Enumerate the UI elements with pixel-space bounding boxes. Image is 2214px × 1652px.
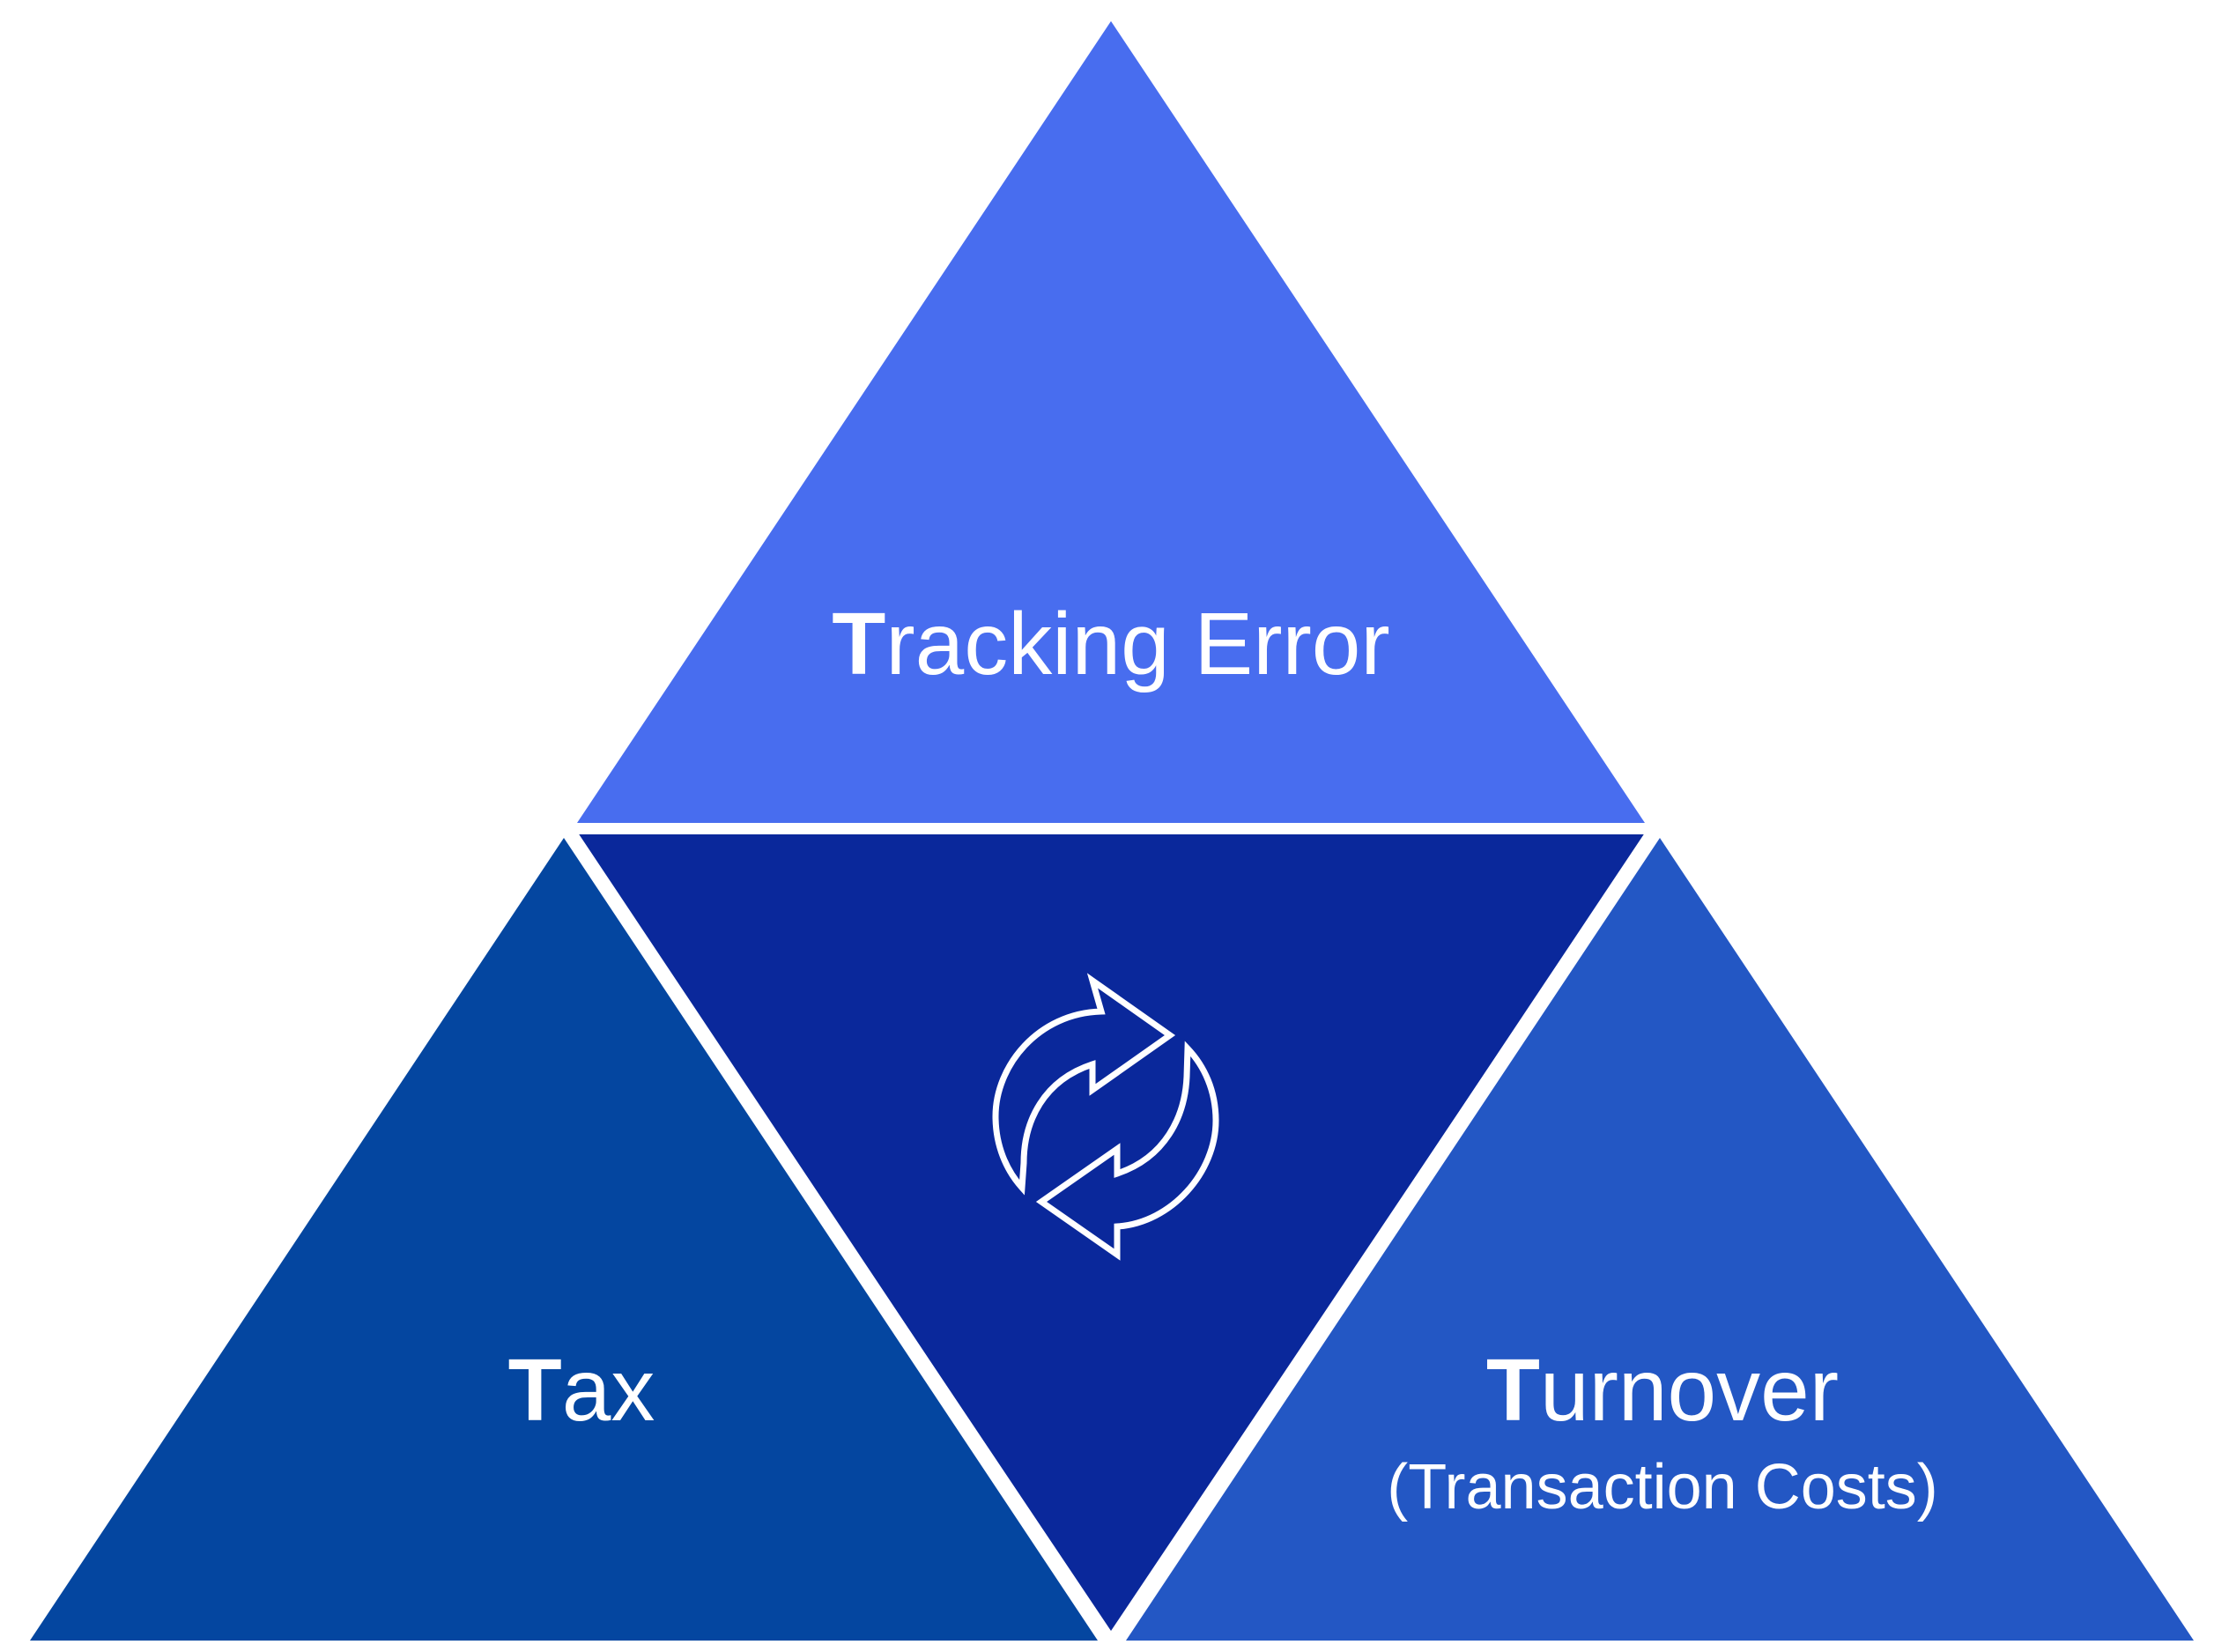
tax-rest: ax	[562, 1341, 655, 1440]
left-triangle	[30, 838, 1098, 1641]
tax-label: Tax	[508, 1341, 655, 1440]
center-triangle	[577, 834, 1645, 1631]
turnover-rest: urnover	[1540, 1341, 1839, 1440]
tax-initial: T	[508, 1341, 562, 1440]
top-triangle	[577, 21, 1645, 823]
divider-left	[566, 827, 1113, 1641]
tracking-error-label: Tracking Error	[832, 595, 1389, 693]
refresh-cycle-icon	[992, 973, 1219, 1261]
divider-right	[1110, 827, 1656, 1641]
turnover-subtitle: (Transaction Costs)	[1387, 1452, 1938, 1522]
arrow-right-icon	[992, 973, 1176, 1196]
right-triangle	[1126, 838, 2194, 1641]
turnover-label: Turnover	[1486, 1341, 1839, 1440]
tracking-error-rest: racking Error	[885, 595, 1389, 693]
arrow-left-icon	[1035, 1041, 1219, 1261]
tracking-error-initial: T	[832, 595, 885, 693]
turnover-initial: T	[1486, 1341, 1540, 1440]
